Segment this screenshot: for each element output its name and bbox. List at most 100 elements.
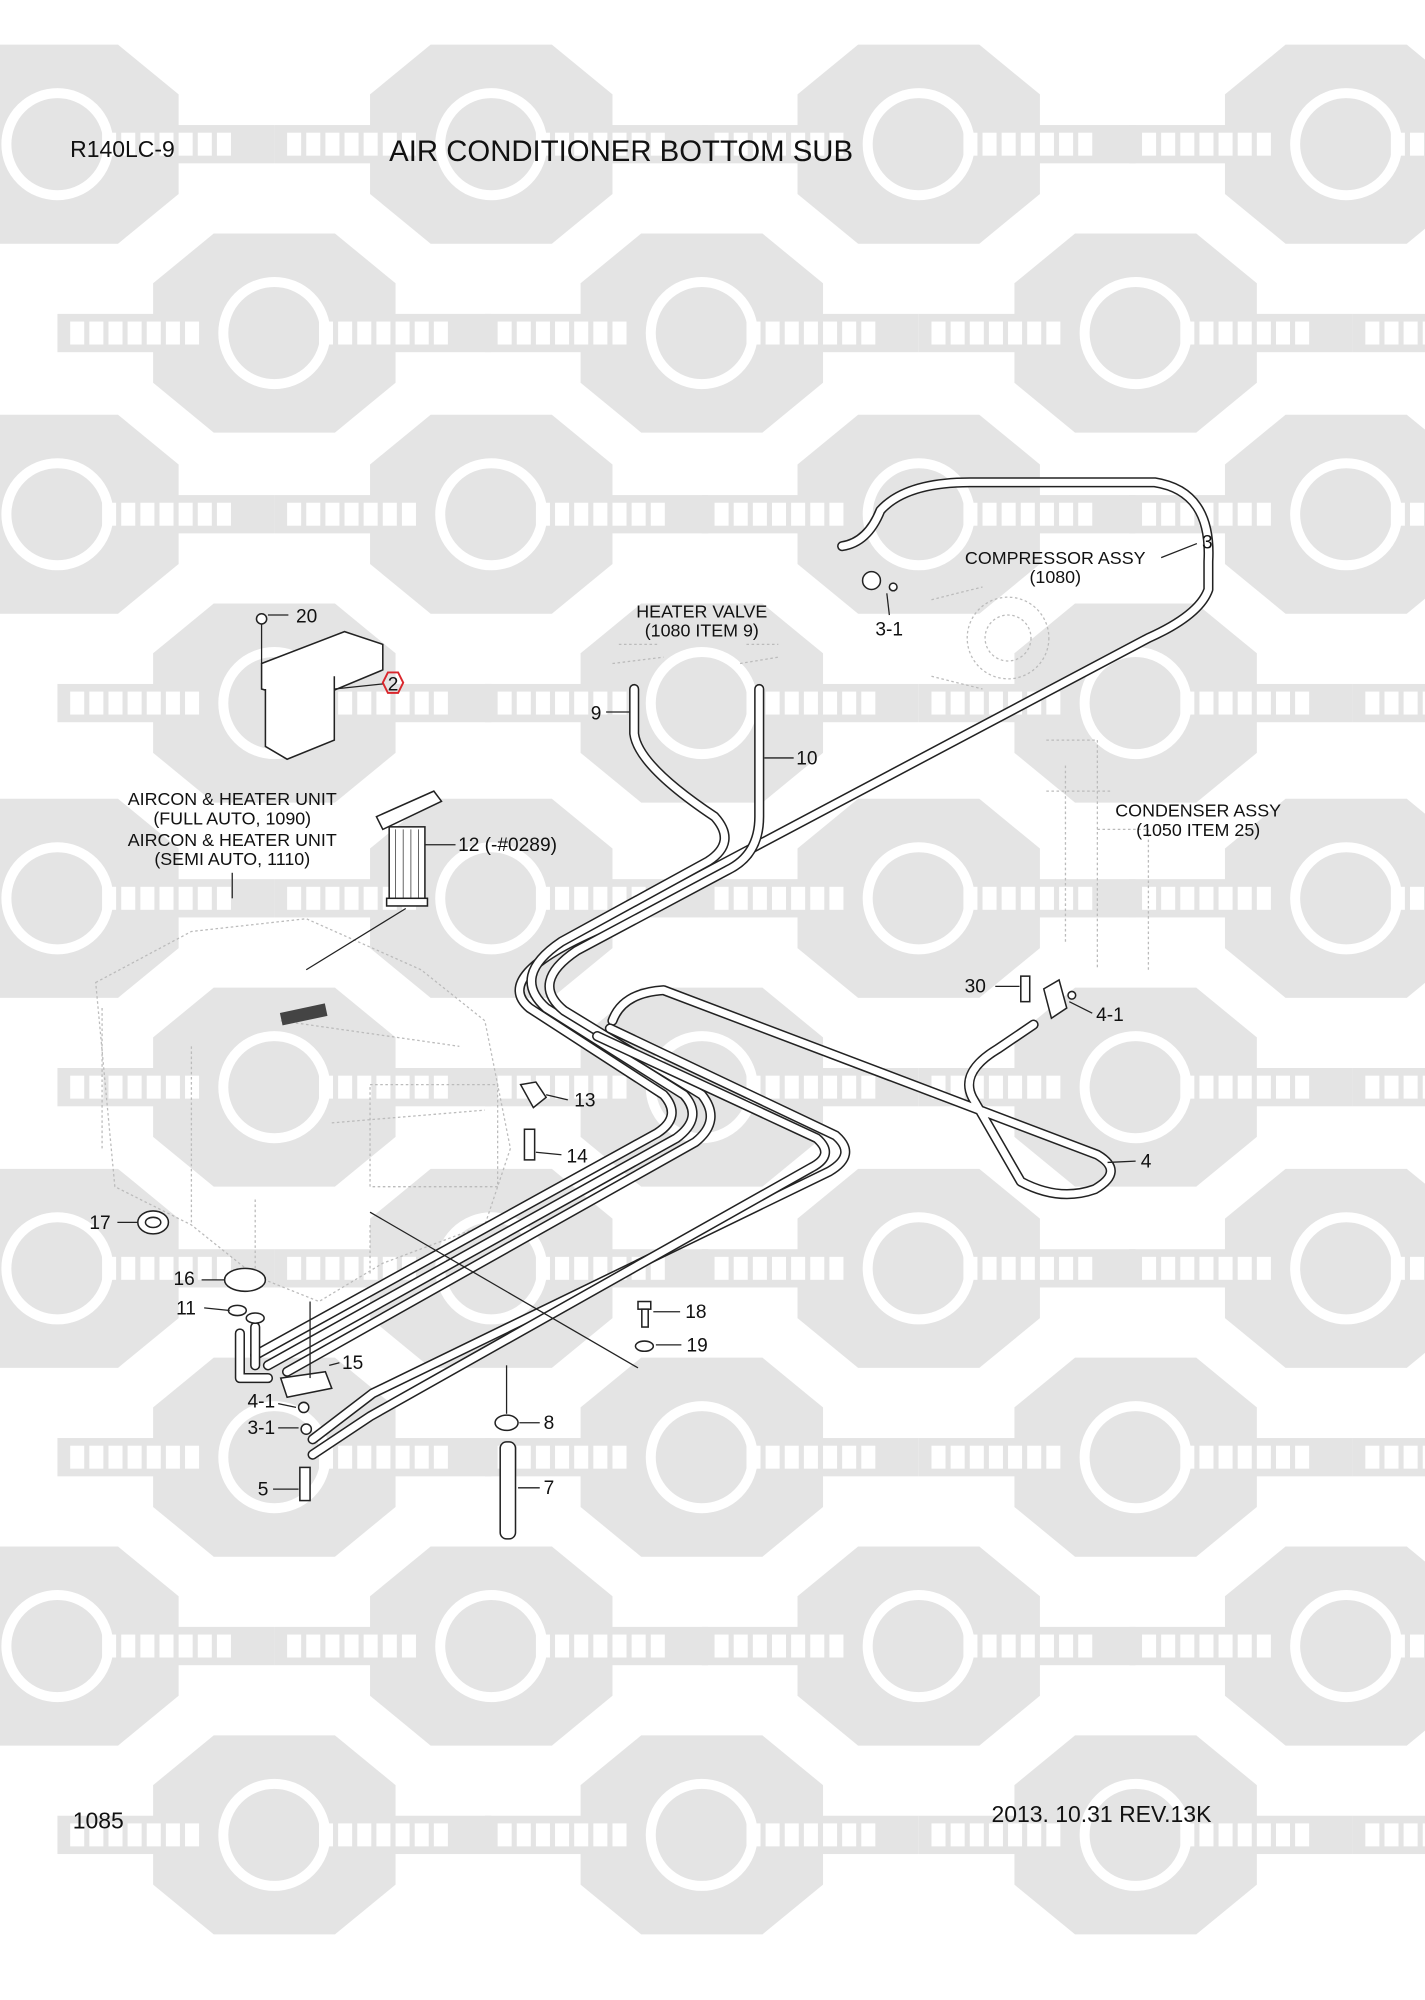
fitting-30[interactable] xyxy=(995,975,1031,1003)
watermark-logo-kompart xyxy=(950,691,965,715)
watermark-logo-compart xyxy=(784,321,799,345)
part-label-20[interactable]: 20 xyxy=(296,607,317,628)
watermark-logo-compart xyxy=(1001,886,1016,910)
watermark-logo-kompart xyxy=(1046,1445,1061,1469)
watermark-logo-kompart xyxy=(185,1445,200,1469)
watermark-logo-kompart xyxy=(1237,1256,1252,1280)
control-panel-part-2[interactable] xyxy=(255,612,384,761)
part-label-8[interactable]: 8 xyxy=(544,1413,555,1434)
watermark-logo-kompart xyxy=(306,1256,321,1280)
watermark-logo-kompart xyxy=(401,502,416,526)
part-label-13[interactable]: 13 xyxy=(574,1090,595,1111)
watermark-logo-kompart xyxy=(1256,1256,1271,1280)
clamp-8[interactable] xyxy=(494,1365,540,1432)
part-label-7[interactable]: 7 xyxy=(544,1478,555,1499)
watermark-logo-compart xyxy=(1039,502,1054,526)
watermark-logo-compart xyxy=(1390,886,1405,910)
part-label-2[interactable]: 2 xyxy=(388,674,399,695)
clamps-11[interactable] xyxy=(204,1304,265,1324)
watermark-logo-compart xyxy=(842,1445,857,1469)
part-label-15[interactable]: 15 xyxy=(342,1353,363,1374)
part-label-4-1[interactable]: 4-1 xyxy=(248,1391,276,1412)
watermark-logo-kompart xyxy=(165,1823,180,1847)
part-label-12[interactable]: 12 (-#0289) xyxy=(458,835,557,856)
watermark-logo-kompart xyxy=(1422,691,1425,715)
bracket-13[interactable] xyxy=(519,1081,568,1109)
watermark-logo-kompart xyxy=(733,1256,748,1280)
pipe-10 xyxy=(281,683,765,1377)
part-label-30[interactable]: 30 xyxy=(965,977,986,998)
watermark-logo-kompart xyxy=(1237,132,1252,156)
aircon-semi-label: AIRCON & HEATER UNIT xyxy=(128,830,337,850)
hose-7[interactable] xyxy=(499,1441,540,1540)
watermark-logo-compart xyxy=(1078,132,1093,156)
part-label-14[interactable]: 14 xyxy=(567,1146,589,1167)
bolt-5[interactable] xyxy=(273,1466,311,1502)
part-label-3-1[interactable]: 3-1 xyxy=(875,619,903,640)
compressor-ref: (1080) xyxy=(1029,567,1081,587)
watermark-logo-kompart xyxy=(1142,132,1157,156)
fitting-3-1-compressor[interactable] xyxy=(861,570,898,616)
watermark-logo-kompart xyxy=(1218,132,1233,156)
watermark-logo-kompart xyxy=(574,1823,589,1847)
watermark-logo-compart xyxy=(1218,1445,1233,1469)
watermark-logo-compart xyxy=(433,1075,448,1099)
bolt-18[interactable] xyxy=(637,1300,681,1328)
watermark-logo-compart xyxy=(121,1256,136,1280)
watermark-logo-kompart xyxy=(1237,1634,1252,1658)
watermark-logo-kompart xyxy=(146,1445,161,1469)
fitting-4-1-condenser[interactable] xyxy=(1042,978,1093,1020)
part-label-18[interactable]: 18 xyxy=(685,1302,706,1323)
watermark-logo-kompart xyxy=(733,132,748,156)
watermark-logo-compart xyxy=(102,886,117,910)
watermark-logo-kompart xyxy=(1180,132,1195,156)
part-label-11[interactable]: 11 xyxy=(176,1298,196,1319)
watermark-logo-kompart xyxy=(344,502,359,526)
washer-19[interactable] xyxy=(369,1211,682,1369)
watermark-logo-compart xyxy=(555,886,570,910)
bolt-14[interactable] xyxy=(523,1128,562,1161)
page-number: 1085 xyxy=(73,1808,124,1834)
watermark-logo-kompart xyxy=(752,132,767,156)
watermark-logo-kompart xyxy=(89,321,104,345)
watermark-logo-kompart xyxy=(1422,1823,1425,1847)
fittings-4-1-3-1[interactable] xyxy=(278,1401,313,1435)
pipe-9 xyxy=(262,683,730,1371)
part-label-4-1-condenser[interactable]: 4-1 xyxy=(1096,1005,1124,1026)
watermark-logo-compart xyxy=(555,1256,570,1280)
watermark-logo-compart xyxy=(376,1823,391,1847)
watermark-logo-kompart xyxy=(287,502,302,526)
part-label-4[interactable]: 4 xyxy=(1141,1152,1152,1173)
watermark-logo-kompart xyxy=(497,691,512,715)
watermark-logo-kompart xyxy=(382,132,397,156)
part-label-19[interactable]: 19 xyxy=(686,1335,707,1356)
part-label-9[interactable]: 9 xyxy=(591,704,602,725)
watermark-logo-compart xyxy=(197,1634,212,1658)
watermark-logo-compart xyxy=(535,1634,550,1658)
watermark-logo-compart xyxy=(357,321,372,345)
heater-valve-label: HEATER VALVE xyxy=(636,602,767,622)
watermark-logo-kompart xyxy=(714,502,729,526)
part-label-10[interactable]: 10 xyxy=(796,748,817,769)
heater-core-part-12[interactable] xyxy=(305,790,443,971)
watermark-logo-kompart xyxy=(988,1075,1003,1099)
watermark-logo-compart xyxy=(746,1445,761,1469)
watermark-logo-kompart xyxy=(810,1634,825,1658)
watermark-logo-kompart xyxy=(1256,1634,1271,1658)
watermark-logo-compart xyxy=(338,1823,353,1847)
part-label-16[interactable]: 16 xyxy=(174,1269,195,1290)
part-label-5[interactable]: 5 xyxy=(258,1479,269,1500)
watermark-logo-kompart xyxy=(89,1445,104,1469)
watermark-logo-compart xyxy=(376,691,391,715)
watermark-logo-compart xyxy=(612,1634,627,1658)
watermark-logo-kompart xyxy=(127,321,142,345)
part-label-3-1-lower[interactable]: 3-1 xyxy=(248,1418,276,1439)
watermark-logo-kompart xyxy=(344,132,359,156)
part-label-17[interactable]: 17 xyxy=(89,1213,110,1234)
watermark-logo-kompart xyxy=(146,1075,161,1099)
grommet-17[interactable] xyxy=(117,1210,170,1235)
seal-16[interactable] xyxy=(201,1267,267,1293)
part-label-3[interactable]: 3 xyxy=(1202,533,1213,554)
plate-15[interactable] xyxy=(279,1301,340,1399)
watermark-logo-compart xyxy=(433,1445,448,1469)
